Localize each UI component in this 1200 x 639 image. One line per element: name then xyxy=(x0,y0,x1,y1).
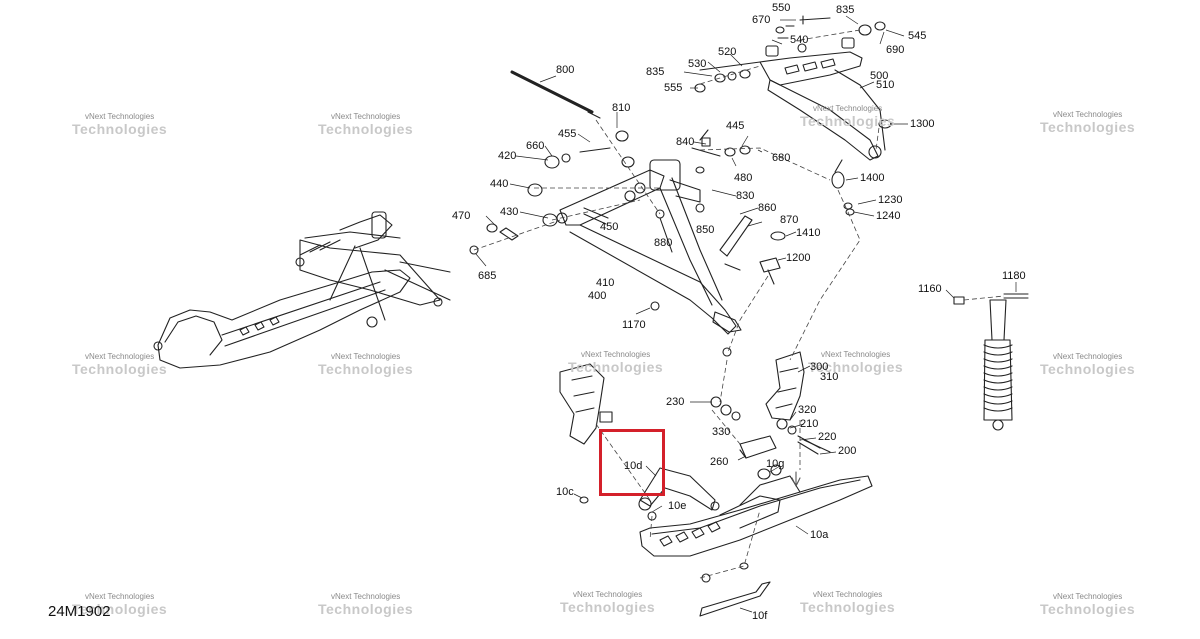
part-label-430[interactable]: 430 xyxy=(500,206,519,218)
part-label-800[interactable]: 800 xyxy=(556,64,575,76)
lower-a-arm xyxy=(559,145,751,357)
part-label-400[interactable]: 400 xyxy=(588,290,607,302)
part-label-850[interactable]: 850 xyxy=(696,224,715,236)
highlight-box xyxy=(599,429,665,496)
part-label-450[interactable]: 450 xyxy=(600,221,619,233)
part-label-470[interactable]: 470 xyxy=(452,210,471,222)
part-label-200[interactable]: 200 xyxy=(838,445,857,457)
part-label-330[interactable]: 330 xyxy=(712,426,731,438)
part-label-1230[interactable]: 1230 xyxy=(878,194,903,206)
part-label-1410[interactable]: 1410 xyxy=(796,227,821,239)
part-label-1240[interactable]: 1240 xyxy=(876,210,901,222)
part-label-550[interactable]: 550 xyxy=(772,2,791,14)
part-label-440[interactable]: 440 xyxy=(490,178,509,190)
part-label-660[interactable]: 660 xyxy=(526,140,545,152)
shock-absorber xyxy=(953,293,1029,431)
part-label-1200[interactable]: 1200 xyxy=(786,252,811,264)
part-label-480[interactable]: 480 xyxy=(734,172,753,184)
part-label-870[interactable]: 870 xyxy=(780,214,799,226)
part-label-1170[interactable]: 1170 xyxy=(622,319,646,331)
part-label-445[interactable]: 445 xyxy=(726,120,745,132)
part-label-500[interactable]: 500 xyxy=(870,70,889,82)
part-label-10c[interactable]: 10c xyxy=(556,486,574,498)
part-label-1160[interactable]: 1160 xyxy=(918,283,942,295)
part-label-10a[interactable]: 10a xyxy=(810,529,829,541)
part-label-510[interactable]: 510 xyxy=(876,79,895,91)
part-label-835-b[interactable]: 835 xyxy=(836,4,855,16)
assembled-ski-front-suspension xyxy=(153,211,451,369)
part-label-320[interactable]: 320 xyxy=(798,404,817,416)
part-label-1400[interactable]: 1400 xyxy=(860,172,885,184)
steering-parts xyxy=(695,129,855,285)
part-label-835[interactable]: 835 xyxy=(646,66,665,78)
part-label-860[interactable]: 860 xyxy=(758,202,777,214)
part-label-670[interactable]: 670 xyxy=(752,14,771,26)
part-label-420[interactable]: 420 xyxy=(498,150,517,162)
part-label-690[interactable]: 690 xyxy=(886,44,905,56)
part-label-220[interactable]: 220 xyxy=(818,431,837,443)
part-label-1180[interactable]: 1180 xyxy=(1002,270,1026,282)
part-label-840[interactable]: 840 xyxy=(676,136,695,148)
diagram-code: 24M1902 xyxy=(48,603,111,620)
part-label-310[interactable]: 310 xyxy=(820,371,839,383)
part-label-10e[interactable]: 10e xyxy=(668,500,687,512)
part-label-530[interactable]: 530 xyxy=(688,58,707,70)
part-label-880[interactable]: 880 xyxy=(654,237,673,249)
ski xyxy=(579,464,873,617)
part-label-10d[interactable]: 10d xyxy=(624,460,643,472)
part-label-680[interactable]: 680 xyxy=(772,152,791,164)
part-label-540[interactable]: 540 xyxy=(790,34,809,46)
part-label-520[interactable]: 520 xyxy=(718,46,737,58)
part-label-810[interactable]: 810 xyxy=(612,102,631,114)
hardware-left xyxy=(469,70,660,311)
part-label-230[interactable]: 230 xyxy=(666,396,685,408)
part-label-1300[interactable]: 1300 xyxy=(910,118,935,130)
part-label-455[interactable]: 455 xyxy=(558,128,577,140)
part-label-260[interactable]: 260 xyxy=(710,456,729,468)
part-label-545[interactable]: 545 xyxy=(908,30,927,42)
part-label-10f[interactable]: 10f xyxy=(752,610,768,622)
part-label-300[interactable]: 300 xyxy=(810,361,829,373)
part-label-555[interactable]: 555 xyxy=(664,82,683,94)
part-label-685[interactable]: 685 xyxy=(478,270,497,282)
upper-a-arm xyxy=(694,15,892,161)
part-label-10g[interactable]: 10g xyxy=(766,458,785,470)
part-label-830[interactable]: 830 xyxy=(736,190,755,202)
part-label-410[interactable]: 410 xyxy=(596,277,615,289)
part-label-210[interactable]: 210 xyxy=(800,418,819,430)
